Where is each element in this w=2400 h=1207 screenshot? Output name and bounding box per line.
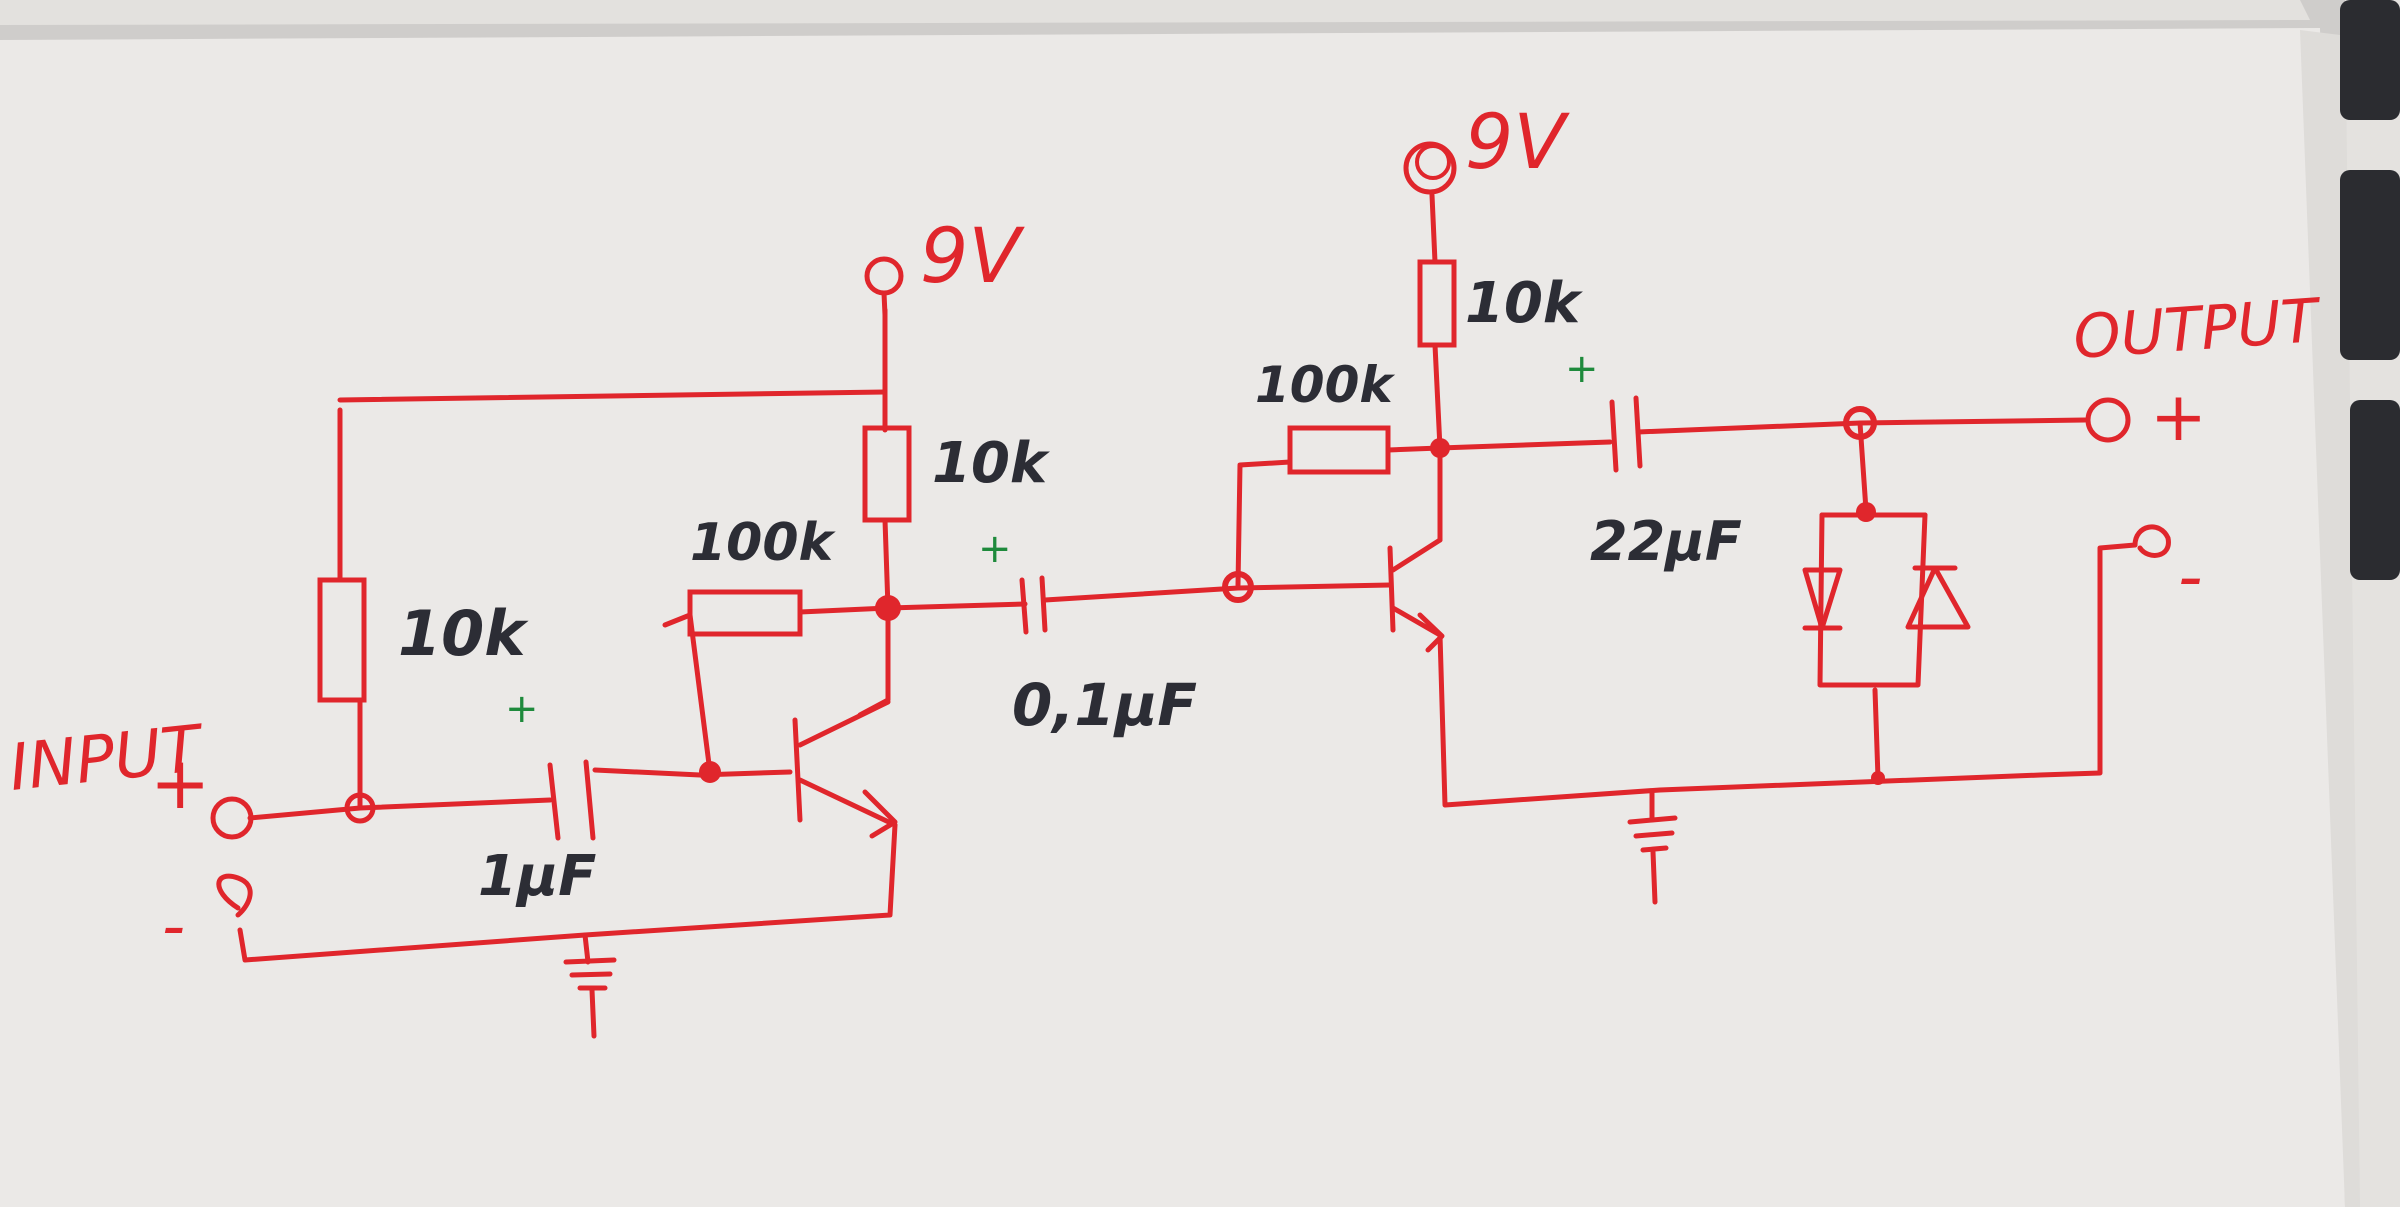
resistor-r2: [862, 425, 912, 523]
zener-diode-left: [1802, 567, 1843, 631]
r3-label: 100k: [690, 513, 837, 573]
r1-label: 10k: [398, 597, 529, 670]
keyboard-key: [2350, 400, 2400, 580]
supply-label-2: 9V: [1465, 97, 1570, 186]
transistor-q2: [1387, 537, 1445, 653]
transistor-q1: [792, 699, 898, 839]
junction-dots: [344, 406, 1885, 824]
supply-terminal-1: [864, 256, 904, 318]
ground-symbol-1: [563, 932, 617, 1039]
c3-label: 22µF: [1590, 510, 1742, 573]
resistor-r4: [1287, 425, 1391, 475]
input-minus-terminal: [216, 873, 253, 918]
zener-diode-right: [1905, 565, 1971, 630]
input-plus-label: +: [150, 741, 210, 825]
output-minus-label: -: [2178, 538, 2203, 617]
c2-polarity-mark: +: [978, 526, 1012, 572]
input-plus-terminal: [210, 796, 254, 840]
resistor-r3: [687, 589, 803, 637]
supply-terminal-2: [1403, 141, 1457, 195]
output-label: OUTPUT: [2071, 286, 2324, 373]
capacitor-c2: [1019, 575, 1048, 635]
output-minus-terminal: [2132, 524, 2171, 558]
c1-polarity-mark: +: [505, 686, 539, 732]
resistor-r1: [317, 577, 367, 703]
input-minus-label: -: [162, 890, 185, 964]
output-plus-label: +: [2150, 378, 2207, 457]
r5-label: 10k: [1465, 271, 1584, 336]
keyboard-key: [2340, 0, 2400, 120]
supply-label-1: 9V: [920, 211, 1025, 300]
capacitor-c1: [547, 759, 596, 841]
output-plus-terminal: [2085, 397, 2131, 443]
resistor-r5: [1417, 259, 1457, 348]
c3-polarity-mark: +: [1565, 346, 1599, 392]
r2-label: 10k: [932, 431, 1051, 496]
ground-symbol-2: [1627, 790, 1678, 905]
c1-label: 1µF: [478, 844, 596, 909]
r4-label: 100k: [1255, 356, 1395, 414]
keyboard-key: [2340, 170, 2400, 360]
capacitor-c3: [1609, 395, 1643, 473]
c2-label: 0,1µF: [1012, 671, 1197, 739]
